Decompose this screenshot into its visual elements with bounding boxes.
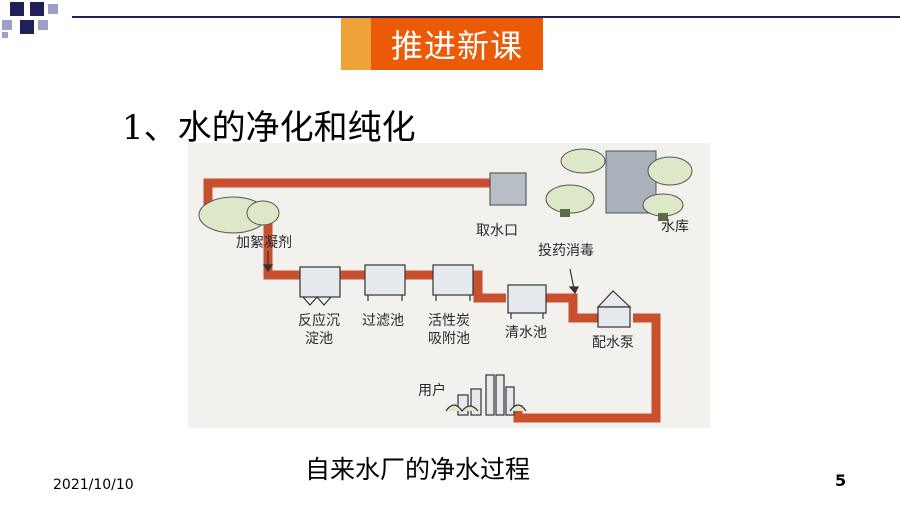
- reaction-tank: [299, 266, 341, 306]
- section-badge: 推进新课: [341, 18, 543, 70]
- diagram-caption: 自来水厂的净水过程: [305, 455, 531, 484]
- intake-box: [489, 172, 527, 206]
- corner-decoration: [2, 2, 58, 38]
- page-number: 5: [835, 471, 847, 490]
- label-clear: 清水池: [505, 325, 547, 341]
- user-buildings: [445, 374, 527, 416]
- label-user: 用户: [418, 382, 446, 399]
- label-reaction-line2: 淀池: [305, 331, 333, 347]
- label-coagulant: 加絮凝剂: [236, 234, 292, 251]
- footer-date: 2021/10/10: [53, 477, 134, 493]
- label-reaction-line1: 反应沉: [298, 312, 340, 329]
- label-filter: 过滤池: [362, 313, 404, 329]
- top-rule: [72, 16, 900, 18]
- slide-heading: 1、水的净化和纯化: [122, 108, 416, 148]
- filter-tank: [364, 264, 406, 301]
- water-treatment-diagram: 取水口 水库 加絮凝剂 投药消毒 反应沉 淀池 过滤池 活性炭 吸附池 清水池 …: [188, 143, 710, 428]
- reservoir-icon: [545, 148, 693, 221]
- label-carbon-line1: 活性炭: [428, 313, 470, 329]
- label-carbon-line2: 吸附池: [428, 331, 470, 347]
- clear-tank: [507, 284, 547, 319]
- label-reservoir: 水库: [661, 219, 689, 235]
- carbon-tank: [432, 264, 474, 301]
- label-intake: 取水口: [476, 223, 518, 239]
- label-pump: 配水泵: [592, 335, 634, 351]
- section-badge-label: 推进新课: [371, 18, 543, 70]
- hill-icon: [198, 196, 280, 234]
- label-disinfect: 投药消毒: [538, 243, 594, 259]
- pump-house: [596, 290, 632, 328]
